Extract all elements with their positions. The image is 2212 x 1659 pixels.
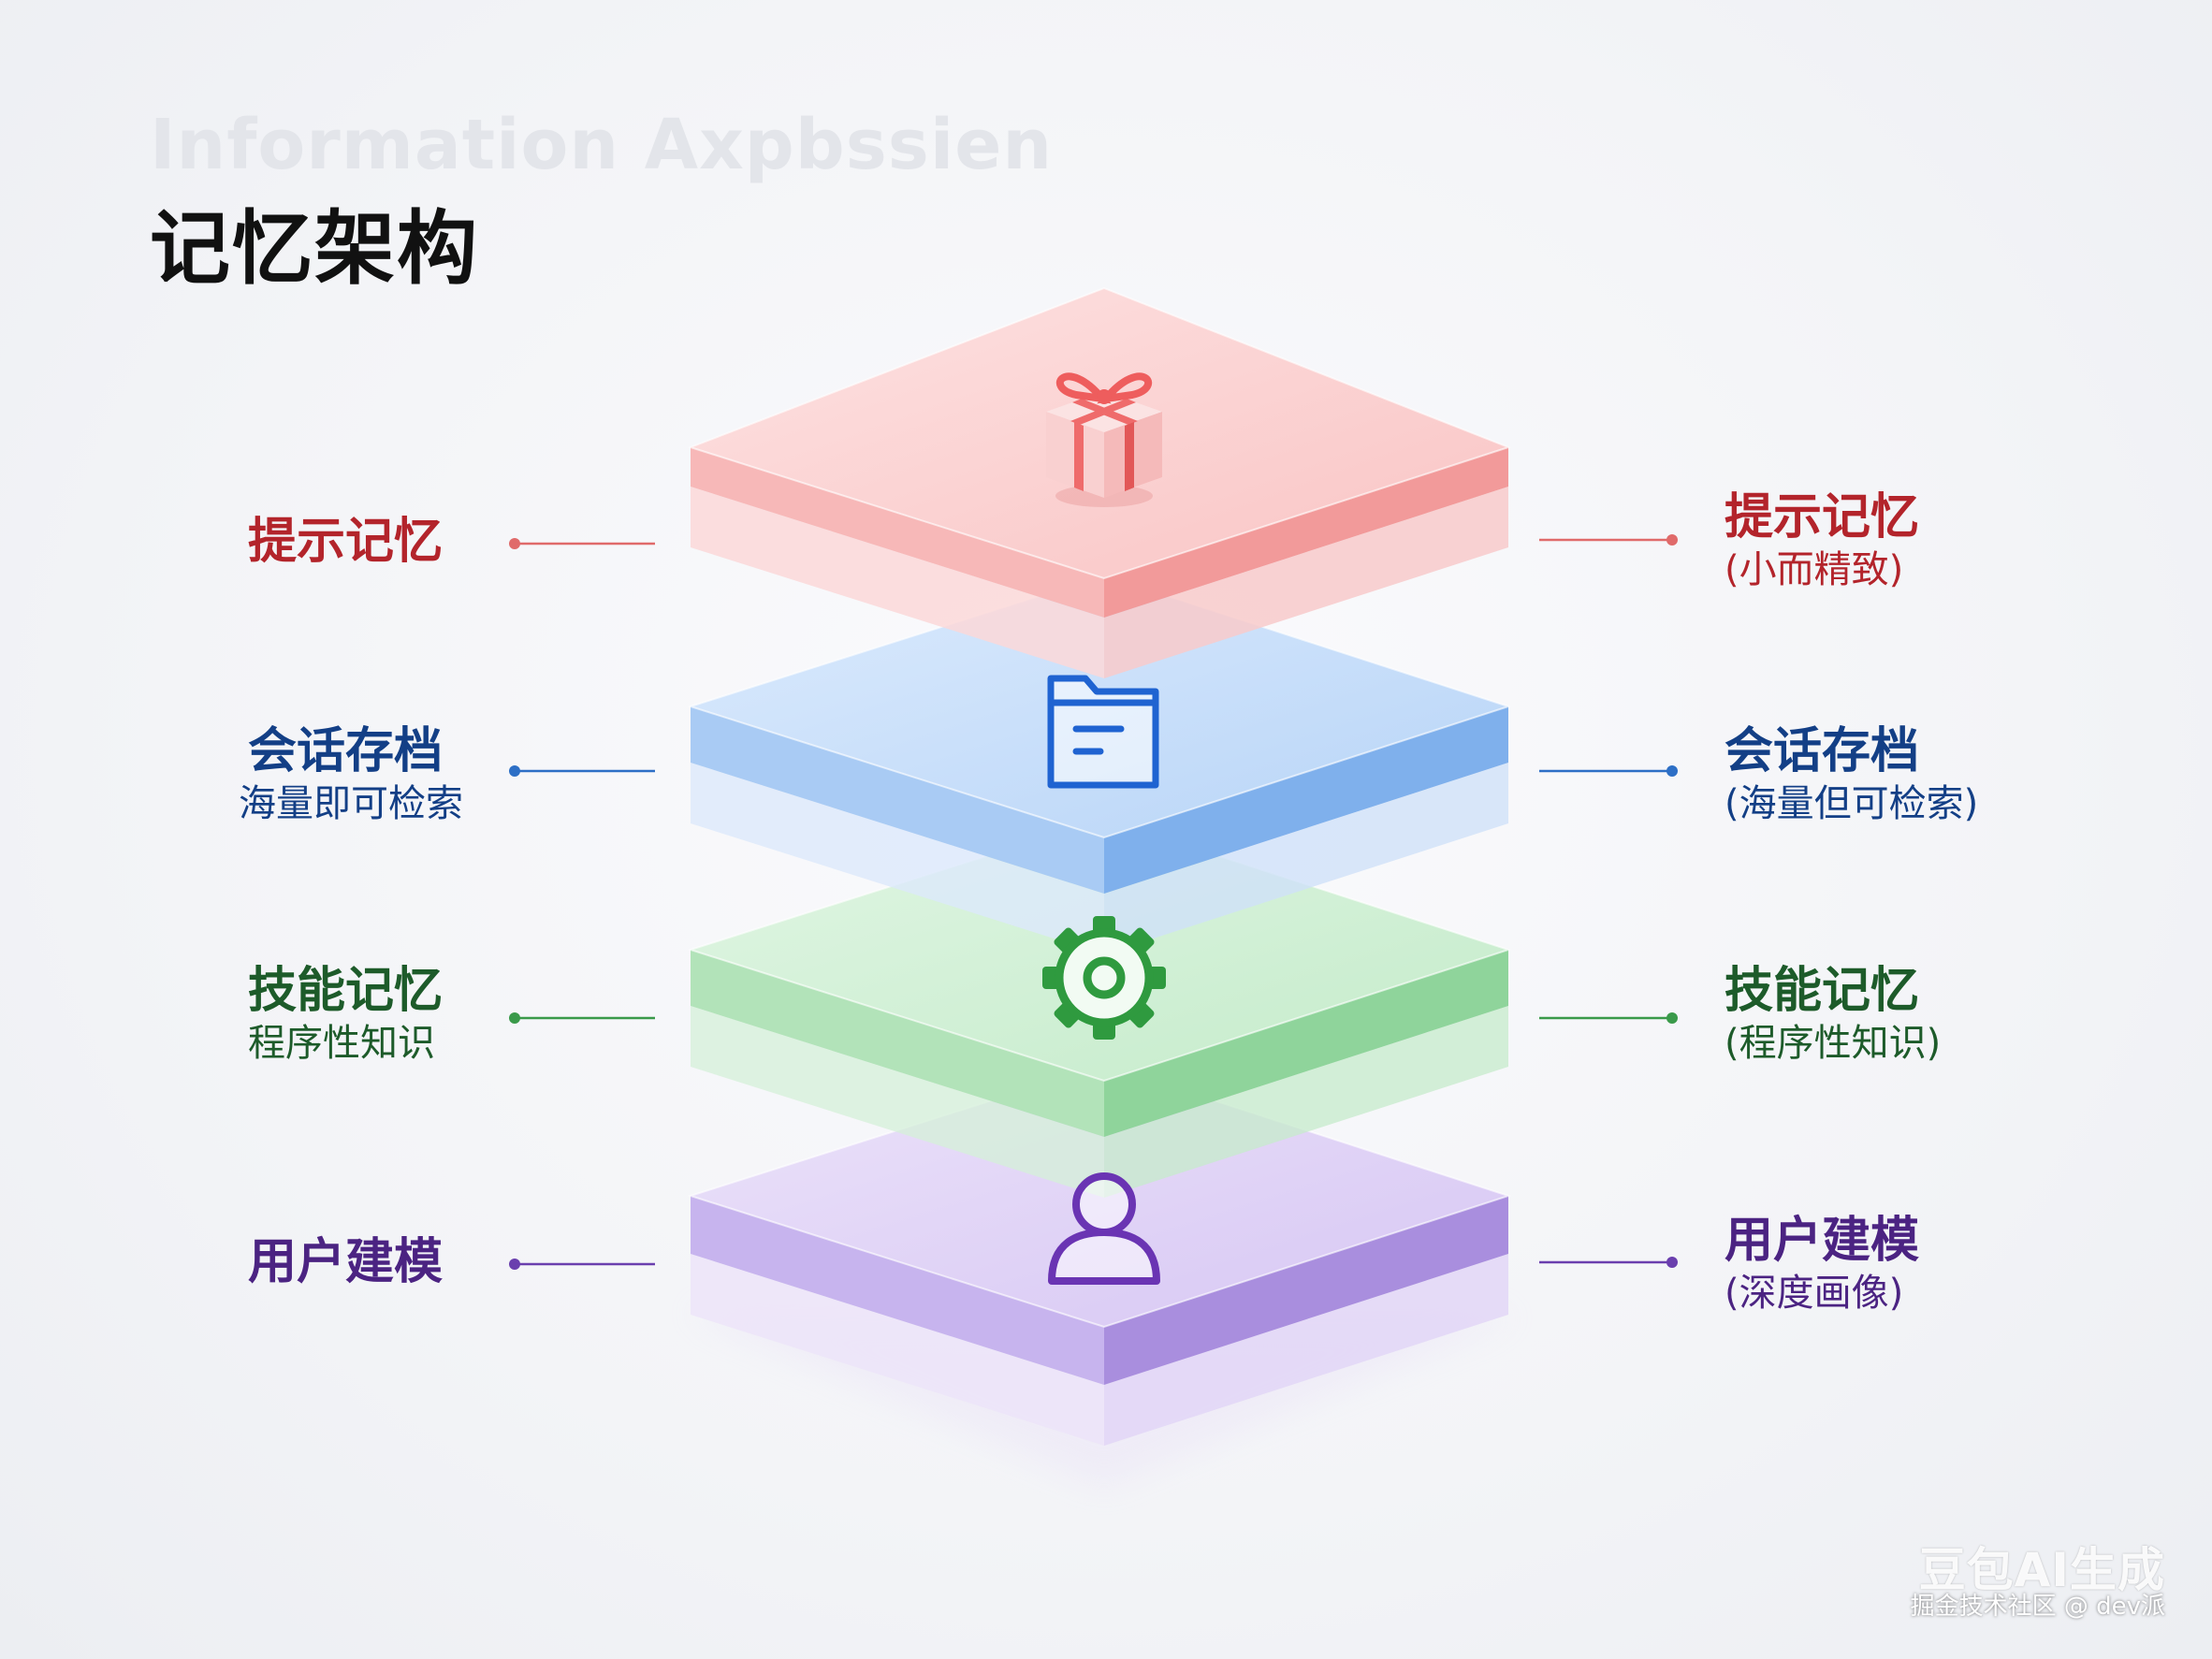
right-label-title: 用户建模 — [1724, 1213, 1920, 1269]
left-label-subtitle: 海量即可检索 — [239, 782, 463, 825]
watermark: 豆包AI生成 掘金技术社区 @ dev派 — [1911, 1533, 2165, 1622]
right-label-title: 提示记忆 — [1724, 489, 1920, 546]
watermark-brand: 豆包AI生成 — [1918, 1543, 2165, 1597]
gear-icon — [1042, 916, 1166, 1040]
left-label-prompt-memory: 提示记忆 — [248, 513, 443, 571]
ghost-subtitle: Information Axpbssien — [150, 105, 1054, 185]
right-label-subtitle: (海量但可检索) — [1724, 782, 1979, 825]
watermark-credit: 掘金技术社区 @ dev派 — [1910, 1593, 2165, 1621]
right-label-session-archive: 会话存档 (海量但可检索) — [1724, 722, 1978, 827]
left-label-title: 会话存档 — [248, 723, 444, 779]
right-label-prompt-memory: 提示记忆 (小而精致) — [1724, 488, 1919, 593]
page-title: 记忆架构 — [150, 202, 479, 296]
right-label-title: 技能记忆 — [1724, 963, 1920, 1019]
right-label-subtitle: (程序性知识) — [1724, 1022, 1942, 1065]
connectors — [509, 534, 1678, 1270]
left-label-subtitle: 程序性知识 — [248, 1022, 435, 1065]
left-label-session-archive: 会话存档 海量即可检索 — [239, 722, 463, 827]
left-label-user-modeling: 用户建模 — [248, 1233, 443, 1291]
right-label-user-modeling: 用户建模 (深度画像) — [1724, 1212, 1919, 1317]
folder-icon — [1047, 675, 1159, 789]
left-label-title: 提示记忆 — [248, 514, 444, 570]
right-label-skill-memory: 技能记忆 (程序性知识) — [1724, 962, 1941, 1067]
right-label-subtitle: (深度画像) — [1724, 1272, 1904, 1315]
gift-icon — [1046, 372, 1162, 507]
right-label-title: 会话存档 — [1724, 723, 1920, 779]
user-icon — [1048, 1172, 1160, 1285]
right-label-subtitle: (小而精致) — [1724, 548, 1904, 591]
left-label-title: 用户建模 — [248, 1234, 444, 1290]
left-label-skill-memory: 技能记忆 程序性知识 — [248, 962, 443, 1067]
left-label-title: 技能记忆 — [248, 963, 444, 1019]
